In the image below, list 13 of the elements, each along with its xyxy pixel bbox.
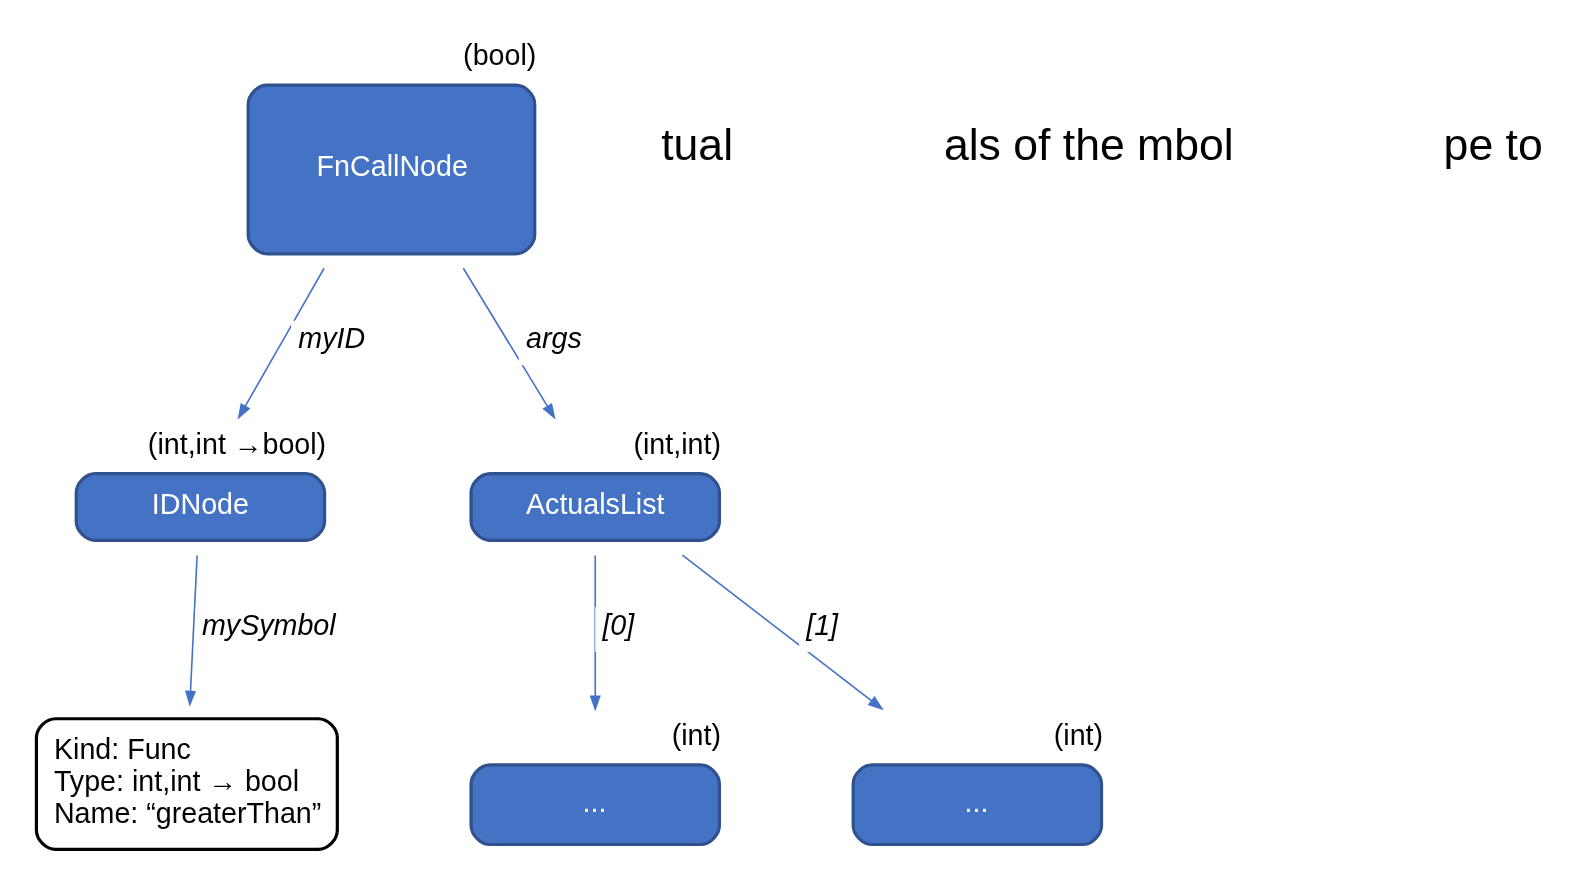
node-label: (int,int) <box>633 427 721 460</box>
edge-label: [1] <box>806 609 839 642</box>
node-label: (bool) <box>463 39 537 72</box>
label: als of the mbol <box>943 119 1234 169</box>
node-label: (int) <box>671 718 721 751</box>
label: tual <box>661 119 734 169</box>
edge-label: myID <box>298 322 366 355</box>
edge-label: mySymbol <box>201 609 336 642</box>
label: pe to <box>1443 119 1543 169</box>
node-label: (int) <box>1053 718 1104 751</box>
edge-label: args <box>525 322 582 355</box>
edge-label: [0] <box>602 609 635 642</box>
node-label: (int,int →bool) <box>147 427 327 460</box>
